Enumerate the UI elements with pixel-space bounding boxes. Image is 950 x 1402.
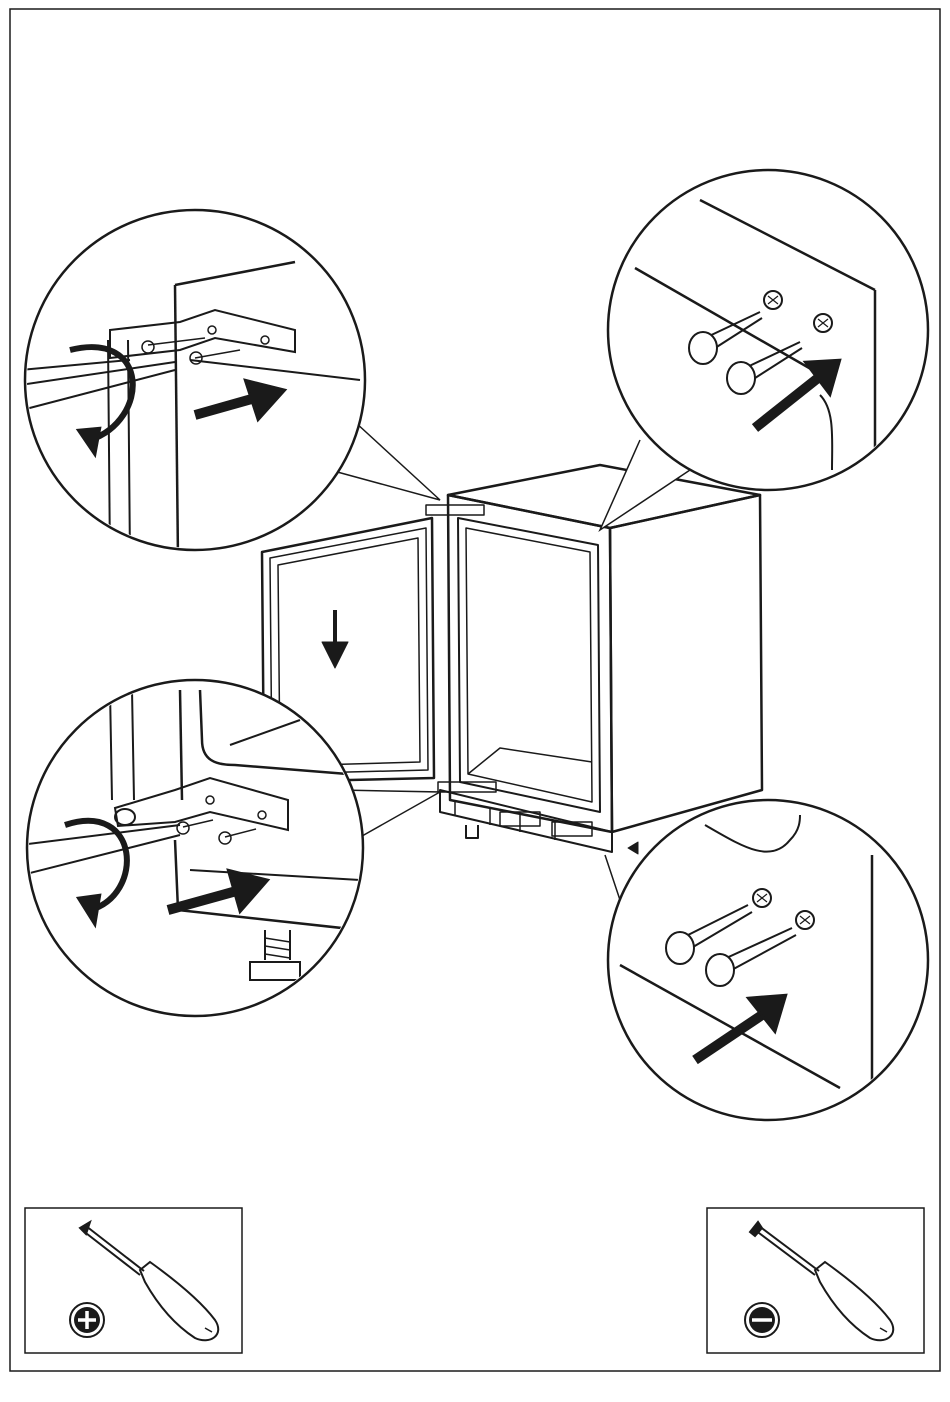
bottom-right-nail-detail (605, 800, 928, 1120)
cabinet-foot (466, 825, 478, 838)
bottom-left-hinge-detail (20, 680, 440, 1016)
phillips-screwdriver-icon (80, 1222, 218, 1340)
tool-box-right (707, 1208, 924, 1353)
cabinet-opening (458, 518, 600, 812)
plus-symbol-icon (70, 1303, 104, 1337)
top-right-nail-detail (600, 170, 928, 530)
cabinet-side (610, 495, 762, 832)
tool-box-left (25, 1208, 242, 1353)
top-left-hinge-detail (20, 210, 440, 560)
top-hinge (426, 505, 484, 515)
cabinet-plinth (440, 790, 612, 852)
minus-symbol-icon (745, 1303, 779, 1337)
